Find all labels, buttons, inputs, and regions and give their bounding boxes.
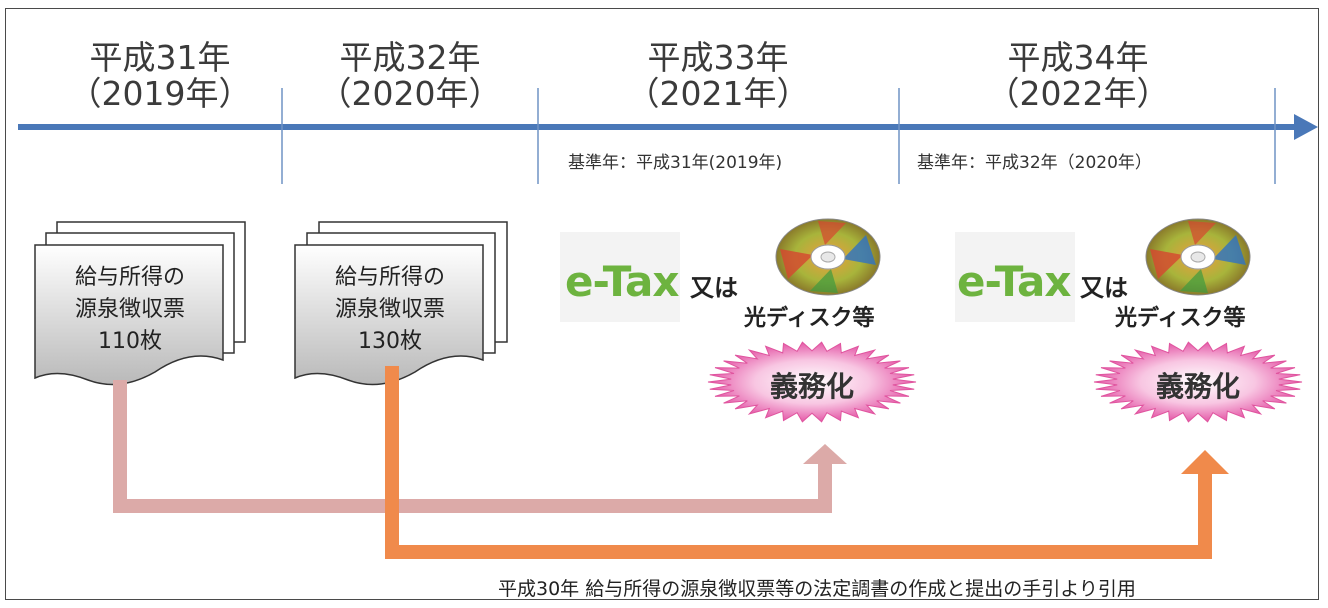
era-western-year: （2022年） bbox=[986, 74, 1170, 113]
timeline-axis bbox=[18, 114, 1318, 140]
document-title-line1: 給与所得の bbox=[74, 265, 185, 290]
document-count: 130枚 bbox=[358, 329, 422, 354]
mandatory-burst-2022 bbox=[1093, 341, 1303, 423]
burst-shape bbox=[707, 341, 917, 423]
burst-shape bbox=[1093, 341, 1303, 423]
document-label-2019: 給与所得の 源泉徴収票 110枚 bbox=[40, 262, 220, 358]
era-western-year: （2019年） bbox=[68, 74, 252, 113]
base-year-2021: 基準年：平成31年(2019年) bbox=[568, 153, 783, 173]
source-citation: 平成30年 給与所得の源泉徴収票等の法定調書の作成と提出の手引より引用 bbox=[498, 578, 1136, 600]
document-stack-2019 bbox=[34, 221, 246, 386]
arrow-2019-to-2021 bbox=[113, 380, 847, 513]
base-year-2022: 基準年：平成32年（2020年） bbox=[917, 153, 1152, 173]
document-count: 110枚 bbox=[98, 329, 162, 354]
etax-logo-bg-2021 bbox=[560, 232, 680, 322]
era-name: 平成31年 bbox=[89, 38, 231, 77]
era-western-year: （2021年） bbox=[626, 74, 810, 113]
optical-disc-icon bbox=[775, 218, 881, 296]
etax-logo: e-Tax bbox=[565, 257, 679, 306]
era-label-2021: 平成33年 （2021年） bbox=[588, 40, 848, 112]
era-name: 平成33年 bbox=[647, 38, 789, 77]
optical-disc-label: 光ディスク等 bbox=[1115, 306, 1246, 331]
era-label-2020: 平成32年 （2020年） bbox=[280, 40, 540, 112]
or-label: 又は bbox=[690, 274, 738, 302]
arrow-2020-to-2022 bbox=[385, 366, 1229, 559]
era-name: 平成34年 bbox=[1007, 38, 1149, 77]
mandatory-label: 義務化 bbox=[1155, 370, 1240, 403]
optical-disc-icon bbox=[1145, 218, 1251, 296]
year-dividers bbox=[281, 88, 1276, 184]
mandatory-burst-2021 bbox=[707, 341, 917, 423]
era-western-year: （2020年） bbox=[318, 74, 502, 113]
diagram-frame bbox=[5, 8, 1319, 600]
document-title-line2: 源泉徴収票 bbox=[74, 297, 185, 322]
etax-logo-bg-2022 bbox=[955, 232, 1075, 322]
document-title-line2: 源泉徴収票 bbox=[334, 297, 445, 322]
era-label-2019: 平成31年 （2019年） bbox=[30, 40, 290, 112]
document-label-2020: 給与所得の 源泉徴収票 130枚 bbox=[300, 262, 480, 358]
etax-logo: e-Tax bbox=[957, 257, 1071, 306]
document-stack-2020 bbox=[294, 221, 508, 386]
document-title-line1: 給与所得の bbox=[334, 265, 445, 290]
or-label: 又は bbox=[1080, 274, 1128, 302]
optical-disc-label: 光ディスク等 bbox=[744, 306, 875, 331]
era-name: 平成32年 bbox=[339, 38, 481, 77]
mandatory-label: 義務化 bbox=[769, 370, 854, 403]
era-label-2022: 平成34年 （2022年） bbox=[948, 40, 1208, 112]
